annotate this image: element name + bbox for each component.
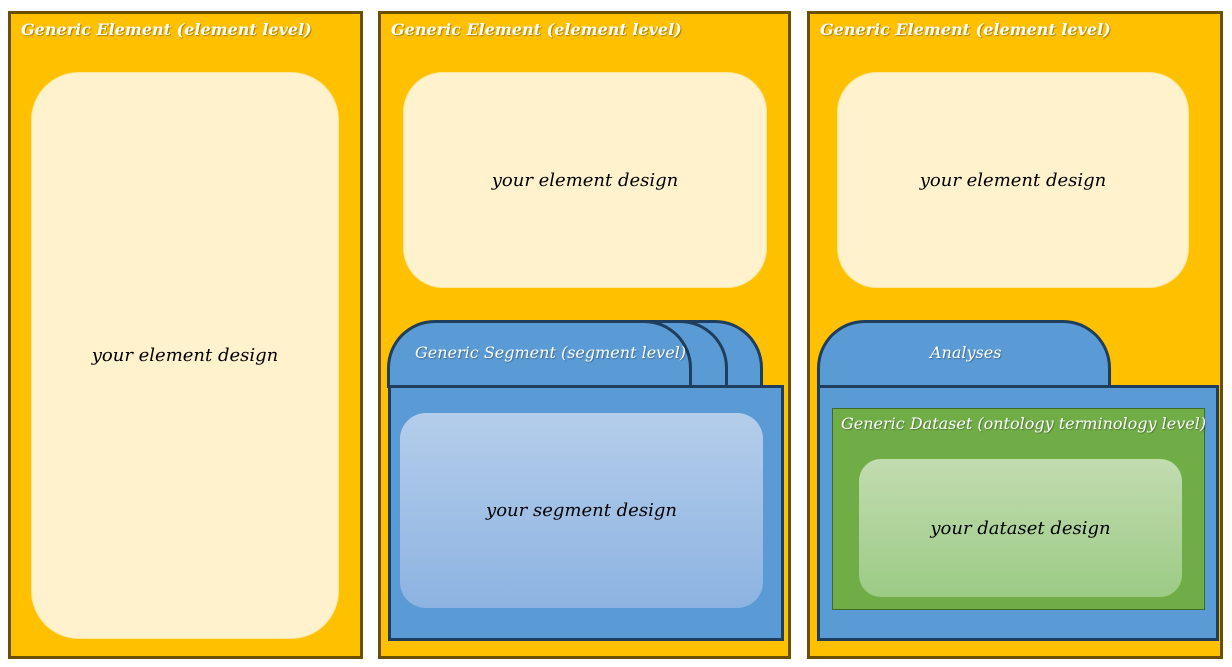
element-design-label: your element design bbox=[491, 169, 679, 191]
element-design-label: your element design bbox=[919, 169, 1107, 191]
dataset-title: Generic Dataset (ontology terminology le… bbox=[841, 414, 1207, 433]
segment-tab-label: Generic Segment (segment level) bbox=[415, 343, 687, 362]
analyses-tab[interactable] bbox=[817, 320, 1111, 388]
element-design-label: your element design bbox=[91, 345, 279, 366]
segment-design-box: your segment design bbox=[400, 413, 763, 608]
element-panel-2: Generic Element (element level) your ele… bbox=[378, 11, 791, 659]
dataset-design-label: your dataset design bbox=[930, 517, 1111, 539]
element-panel-title: Generic Element (element level) bbox=[820, 20, 1111, 39]
element-panel-3: Generic Element (element level) your ele… bbox=[807, 11, 1223, 659]
segment-body: your segment design bbox=[388, 385, 784, 641]
dataset-design-box: your dataset design bbox=[859, 459, 1182, 597]
analyses-tab-label: Analyses bbox=[930, 343, 1002, 362]
element-design-box: your element design bbox=[403, 72, 767, 288]
dataset-box: Generic Dataset (ontology terminology le… bbox=[832, 408, 1207, 610]
segment-design-label: your segment design bbox=[486, 500, 677, 521]
element-panel-1: Generic Element (element level) your ele… bbox=[8, 11, 363, 659]
segment-tab[interactable] bbox=[387, 320, 692, 388]
element-panel-title: Generic Element (element level) bbox=[391, 20, 682, 39]
analyses-body: Generic Dataset (ontology terminology le… bbox=[817, 385, 1219, 641]
element-design-box: your element design bbox=[31, 72, 339, 639]
element-design-box: your element design bbox=[837, 72, 1189, 288]
element-panel-title: Generic Element (element level) bbox=[21, 20, 312, 39]
